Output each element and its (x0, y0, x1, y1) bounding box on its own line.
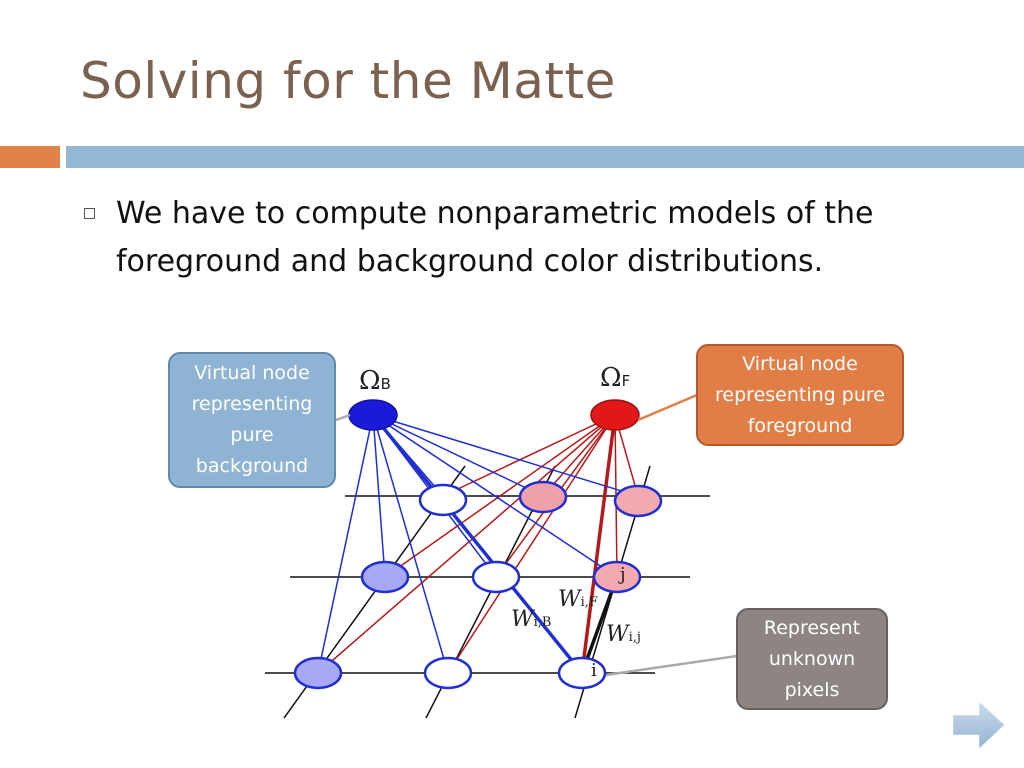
fg-link (442, 414, 616, 497)
bg-link (372, 414, 449, 674)
bg-link (317, 414, 374, 674)
foreground-virtual-node (590, 399, 640, 431)
pixel-node (293, 656, 343, 690)
fg-link (447, 414, 616, 674)
callout-background-text: Virtual node representing pure backgroun… (191, 362, 313, 477)
accent-bar-blue (66, 146, 1024, 168)
pixel-node (518, 480, 568, 514)
slide-title: Solving for the Matte (80, 52, 616, 110)
accent-bar-orange (0, 146, 60, 168)
weight-ij-label: Wi,j (606, 622, 641, 647)
callout-pixels-text: Represent unknown pixels (763, 616, 861, 701)
weight-ib-label: Wi,B (511, 607, 552, 632)
bg-link (372, 414, 386, 578)
callout-unknown-pixels: Represent unknown pixels (736, 608, 888, 710)
pixel-node (423, 656, 473, 690)
bg-link-i (371, 413, 584, 675)
pixel-node-j (592, 560, 642, 594)
bg-link (372, 414, 618, 578)
link-i-j (580, 576, 619, 674)
node-i-label: i (591, 660, 597, 681)
background-virtual-node (348, 399, 398, 431)
callout-pointer-foreground (637, 393, 698, 422)
bullet-square-icon (84, 208, 95, 219)
pixel-nodes (293, 480, 663, 690)
callout-background-node: Virtual node representing pure backgroun… (168, 352, 336, 488)
callout-pointer-pixels (605, 654, 738, 677)
weight-if-label: Wi,F (558, 587, 598, 612)
callout-foreground-node: Virtual node representing pure foregroun… (696, 344, 904, 446)
pixel-node (360, 560, 410, 594)
omega-f-label: ΩF (600, 363, 631, 393)
pixel-node-i (557, 656, 607, 690)
fg-link (384, 414, 616, 578)
bullet-text: We have to compute nonparametric models … (116, 196, 874, 279)
fg-link (317, 414, 616, 674)
omega-b-label: ΩB (359, 366, 391, 396)
bg-link (372, 414, 639, 497)
next-arrow-icon[interactable] (948, 696, 1010, 759)
callout-foreground-text: Virtual node representing pure foregroun… (715, 352, 885, 437)
fg-link-i (580, 414, 617, 674)
pixel-node (418, 483, 468, 517)
node-j-label: j (620, 564, 626, 585)
bg-link (372, 414, 544, 497)
pixel-node (613, 484, 663, 518)
pixel-node (471, 560, 521, 594)
callout-pointer-background (335, 413, 351, 422)
